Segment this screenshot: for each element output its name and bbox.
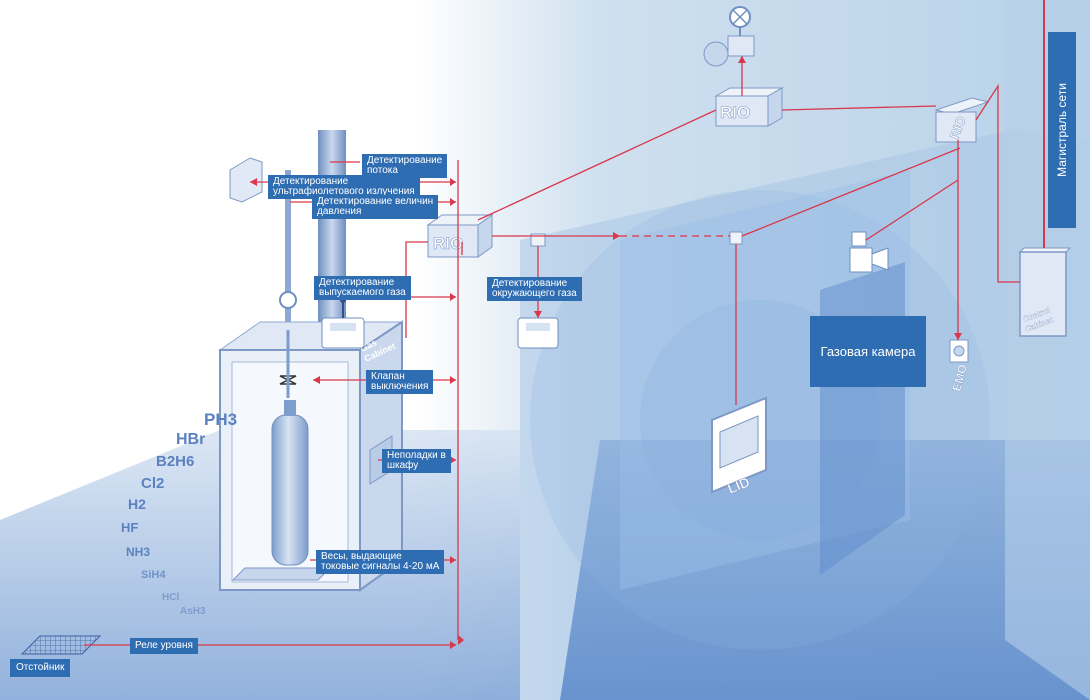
label-line: ультрафиолетового излучения (273, 186, 415, 197)
gas-item: HBr (176, 431, 205, 448)
gas-item: NH3 (126, 545, 150, 559)
rio-box-1 (426, 214, 494, 258)
control-cabinet (1019, 251, 1067, 337)
label-line: Реле уровня (135, 640, 193, 651)
label-line: выключения (371, 381, 429, 392)
ambient-gas-detector (517, 317, 559, 349)
label-pressure-detection: Детектирование величин давления (312, 195, 439, 219)
label-exhaust-gas-detection: Детектирование выпускаемого газа (314, 276, 411, 300)
label-line: выпускаемого газа (319, 287, 406, 298)
uv-sensor (229, 157, 263, 203)
label-shutoff-valve: Клапан выключения (366, 370, 434, 394)
label-line: Отстойник (16, 662, 65, 673)
gas-cylinder (271, 414, 309, 566)
gas-item: B2H6 (156, 453, 194, 470)
label-line: Детектирование (367, 155, 443, 166)
scale-platform (231, 567, 332, 581)
chamber-horn (849, 247, 873, 273)
label-line: Детектирование (492, 278, 568, 289)
label-ambient-gas-detection: Детектирование окружающего газа (487, 277, 582, 301)
exhaust-gas-detector (321, 317, 365, 349)
rio-box-3 (934, 97, 990, 143)
label-line: потока (367, 165, 398, 176)
label-line: Детектирование величин (317, 196, 434, 207)
gas-item: Cl2 (141, 475, 164, 492)
gas-item: SiH4 (141, 569, 166, 581)
line-valve (279, 291, 297, 309)
junction-node (729, 231, 743, 245)
label-line: Магистраль сети (1055, 83, 1069, 177)
label-line: давления (317, 206, 362, 217)
label-line: Детектирование (319, 277, 395, 288)
horn-icon (703, 41, 729, 67)
gas-item: HF (121, 520, 138, 535)
rio-box-2 (714, 87, 784, 127)
label-gas-chamber: Газовая камера (810, 316, 926, 387)
label-network-backbone: Магистраль сети (1048, 32, 1076, 228)
gas-line (285, 170, 291, 350)
label-scales: Весы, выдающие токовые сигналы 4-20 мА (316, 550, 445, 574)
label-line: Газовая камера (820, 344, 916, 359)
label-flow-detection: Детектирование потока (362, 154, 448, 178)
label-line: Неполадки в (387, 450, 446, 461)
label-level-relay: Реле уровня (130, 638, 198, 654)
rio-1-tag: RIO (433, 234, 463, 253)
label-cabinet-fault: Неполадки в шкафу (382, 449, 451, 473)
label-line: Детектирование (273, 176, 349, 187)
gas-item: AsH3 (180, 606, 206, 617)
label-line: окружающего газа (492, 288, 577, 299)
horn-box (727, 35, 755, 57)
gas-item: PH3 (204, 410, 237, 429)
label-line: токовые сигналы 4-20 мА (321, 561, 440, 572)
sump-grid (20, 635, 102, 655)
label-sump: Отстойник (10, 659, 71, 677)
label-line: Весы, выдающие (321, 551, 402, 562)
rio-2-tag: RIO (720, 103, 750, 122)
gas-item: HCl (162, 592, 179, 603)
gas-list: PH3 HBr B2H6 Cl2 H2 HF NH3 SiH4 HCl AsH3 (121, 410, 237, 617)
label-line: Клапан (371, 371, 405, 382)
label-line: шкафу (387, 460, 419, 471)
gas-item: H2 (128, 496, 146, 512)
